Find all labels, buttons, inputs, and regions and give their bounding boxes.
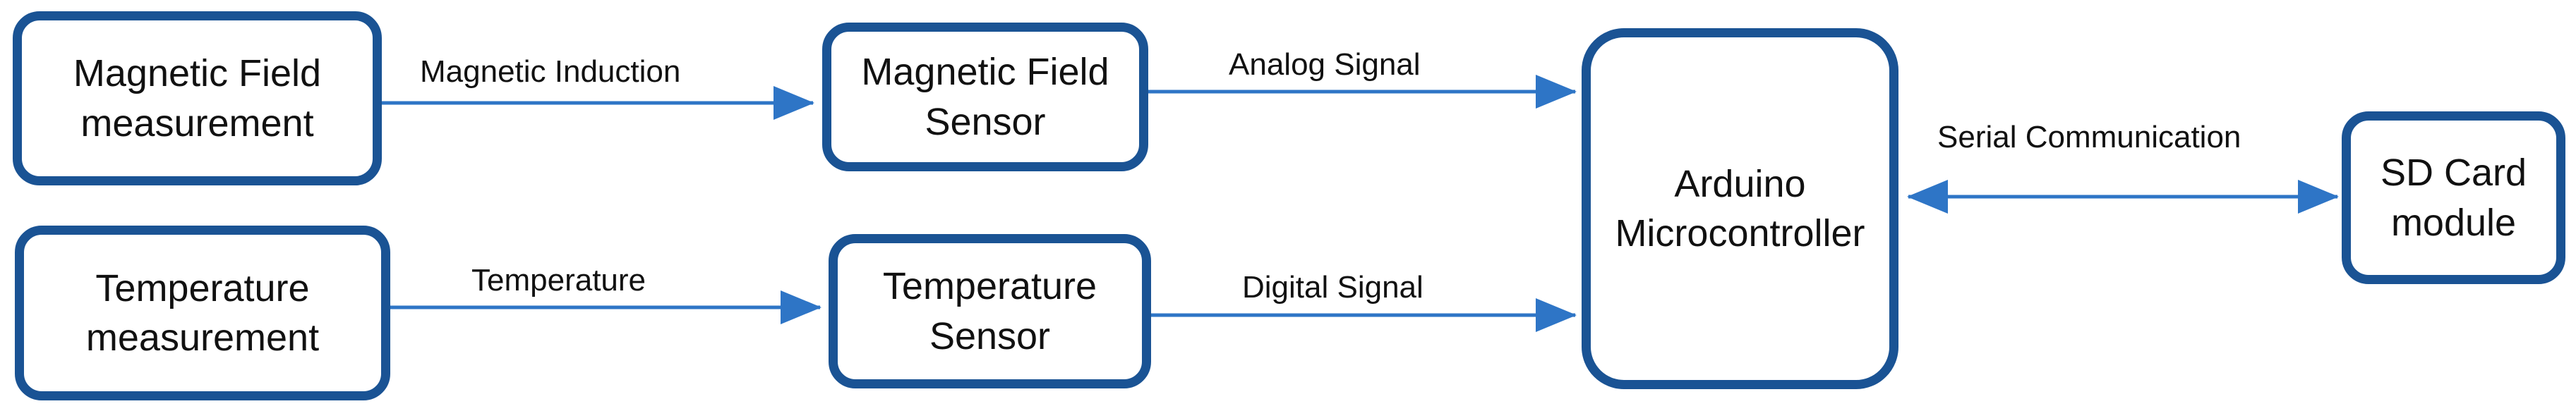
temperature-sensor-line2: Sensor: [929, 314, 1051, 357]
temperature-measurement-line2: measurement: [85, 317, 320, 359]
arduino-microcontroller-line1: Arduino: [1674, 162, 1806, 205]
temperature-sensor-box: Temperature Sensor: [829, 234, 1151, 388]
magnetic-field-sensor-line2: Sensor: [925, 100, 1046, 143]
label-magnetic-induction: Magnetic Induction: [420, 54, 681, 89]
magnetic-field-sensor-line1: Magnetic Field: [861, 51, 1109, 94]
sd-card-module-line1: SD Card: [2380, 152, 2527, 195]
temperature-measurement-box: Temperature measurement: [15, 226, 390, 400]
magnetic-field-measurement-line2: measurement: [80, 102, 314, 145]
magnetic-field-measurement-line1: Magnetic Field: [73, 52, 322, 95]
magnetic-field-sensor-box: Magnetic Field Sensor: [822, 23, 1148, 171]
label-analog-signal: Analog Signal: [1229, 47, 1421, 82]
sd-card-module-line2: module: [2390, 201, 2517, 244]
arduino-microcontroller-box: Arduino Microcontroller: [1582, 28, 1898, 389]
temperature-measurement-line1: Temperature: [95, 266, 310, 309]
magnetic-field-measurement-box: Magnetic Field measurement: [13, 11, 382, 185]
sd-card-module-box: SD Card module: [2342, 111, 2565, 284]
arduino-microcontroller-line2: Microcontroller: [1615, 212, 1865, 254]
label-temperature: Temperature: [471, 263, 646, 297]
label-serial-communication: Serial Communication: [1937, 120, 2241, 154]
temperature-sensor-line1: Temperature: [882, 265, 1097, 308]
label-digital-signal: Digital Signal: [1242, 270, 1424, 305]
